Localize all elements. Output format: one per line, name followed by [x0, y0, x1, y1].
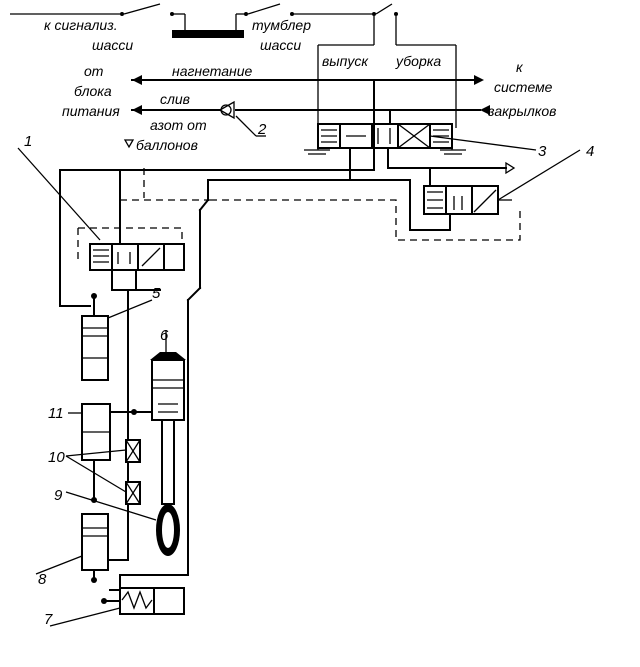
label-ot-2: блока — [74, 83, 112, 99]
label-azot-2: баллонов — [136, 137, 198, 153]
signal-lamp-bar — [172, 30, 244, 38]
label-k-sys-2: системе — [494, 79, 553, 95]
label-tumbler-1: тумблер — [252, 17, 311, 33]
callout-8: 8 — [38, 571, 47, 588]
label-nagnetanie: нагнетание — [172, 63, 253, 79]
main-lines — [123, 75, 490, 149]
unit-7 — [49, 587, 185, 627]
callout-3: 3 — [538, 143, 547, 160]
label-ot-1: от — [84, 63, 104, 79]
callout-11: 11 — [48, 405, 64, 422]
valve-1 — [17, 147, 185, 561]
label-k-sys-1: к — [516, 59, 524, 75]
valve-4 — [207, 149, 581, 231]
label-k-signaliz-1: к сигнализ. — [44, 17, 118, 33]
pilot-lines — [77, 168, 521, 262]
text-labels: к сигнализ. шасси тумблер шасси выпуск у… — [44, 17, 556, 153]
callout-10: 10 — [48, 449, 65, 466]
label-azot-1: азот от — [150, 117, 207, 133]
callout-numbers: 1 2 3 4 5 6 7 8 9 10 11 — [24, 121, 594, 628]
unit-11-and-valves-10 — [65, 403, 157, 521]
label-k-sys-3: закрылков — [487, 103, 556, 119]
callout-9: 9 — [54, 487, 63, 504]
cylinder-5 — [81, 293, 153, 381]
callout-6: 6 — [160, 327, 169, 344]
signal-circuit — [10, 3, 457, 128]
callout-5: 5 — [152, 285, 161, 302]
label-uborka: уборка — [395, 53, 441, 69]
callout-4: 4 — [586, 143, 594, 160]
label-ot-3: питания — [62, 103, 120, 119]
label-sliv: слив — [160, 91, 190, 107]
cylinder-8 — [35, 513, 109, 583]
callout-7: 7 — [44, 611, 53, 628]
supply-loop — [59, 109, 375, 591]
callout-1: 1 — [24, 133, 32, 150]
callout-2: 2 — [257, 121, 267, 138]
label-vypusk: выпуск — [322, 53, 369, 69]
strut-6 — [150, 330, 186, 556]
label-tumbler-2: шасси — [260, 37, 301, 53]
label-k-signaliz-2: шасси — [92, 37, 133, 53]
valve-3 — [304, 79, 537, 169]
